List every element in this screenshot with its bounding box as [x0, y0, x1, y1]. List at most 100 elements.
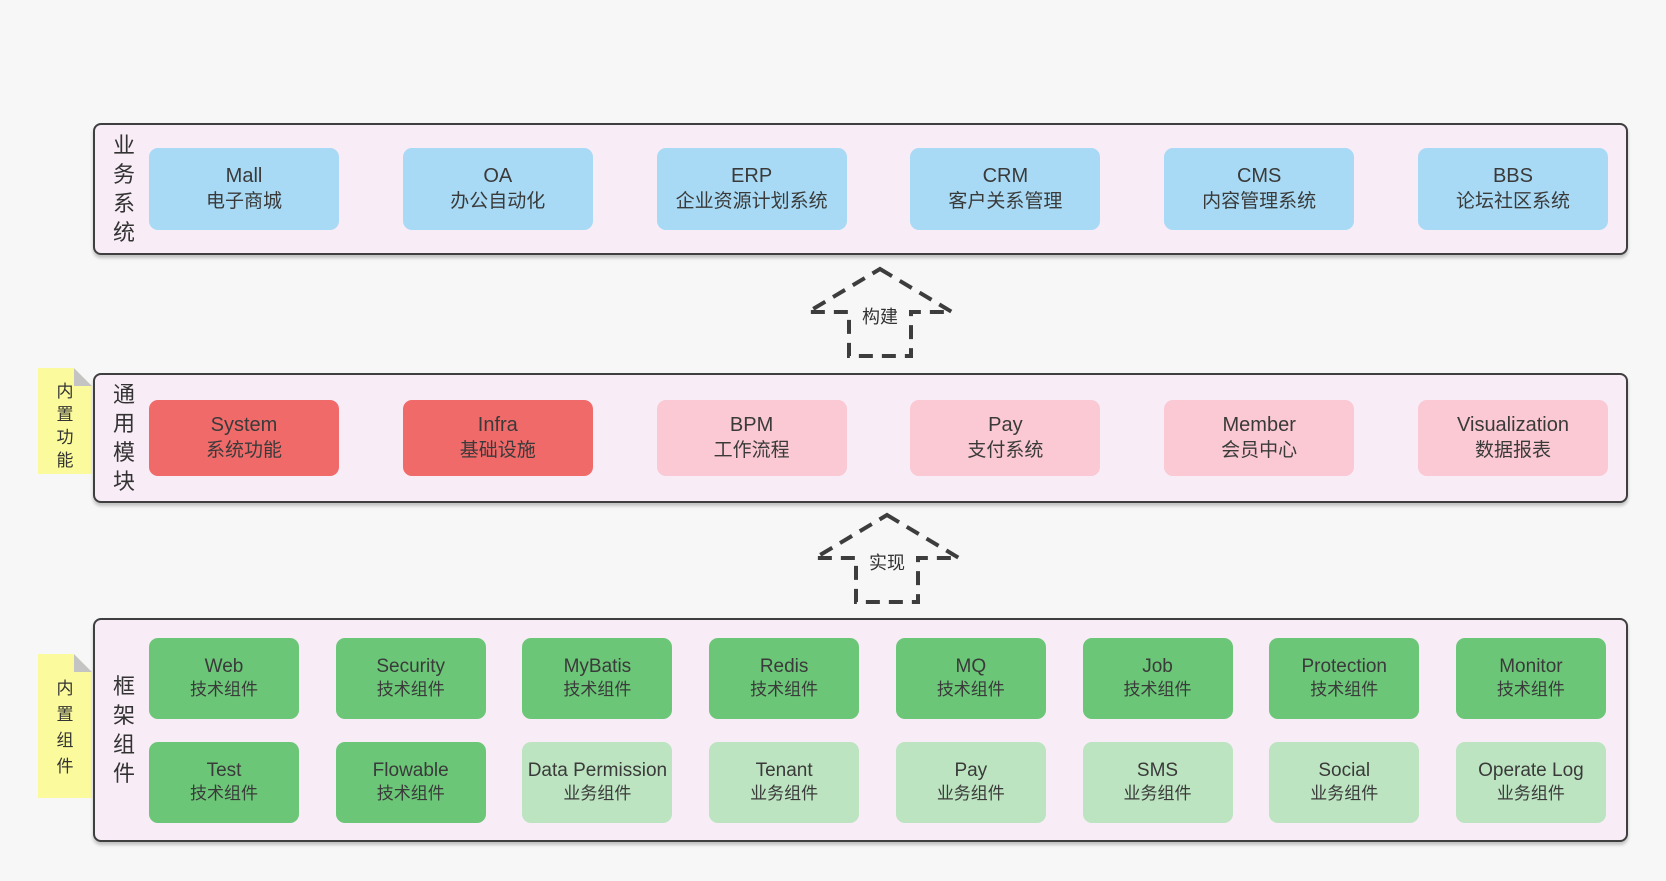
node-member: Member 会员中心 [1164, 400, 1355, 476]
node-subtitle: 工作流程 [713, 440, 790, 462]
arrow-implement-label: 实现 [865, 548, 909, 576]
node-subtitle: 会员中心 [1221, 440, 1298, 462]
node-title: Data Permission [527, 760, 668, 782]
node-title: BBS [1492, 165, 1533, 188]
node-title: CMS [1236, 165, 1282, 188]
sticky-label: 内置组件 [56, 679, 74, 776]
node-title: Test [206, 760, 242, 782]
node-operate-log: Operate Log 业务组件 [1455, 741, 1606, 823]
node-sms: SMS 业务组件 [1082, 741, 1233, 823]
node-title: Infra [477, 414, 518, 437]
node-subtitle: 业务组件 [936, 783, 1005, 803]
node-subtitle: 论坛社区系统 [1455, 191, 1570, 213]
band-common-modules: 通用模块 System 系统功能 Infra 基础设施 BPM 工作流程 Pay… [93, 373, 1628, 503]
node-subtitle: 企业资源计划系统 [675, 191, 828, 213]
business-systems-boxes: Mall 电子商城 OA 办公自动化 ERP 企业资源计划系统 CRM 客户关系… [149, 148, 1608, 230]
node-mybatis: MyBatis 技术组件 [522, 637, 673, 719]
node-pay-system: Pay 支付系统 [910, 400, 1101, 476]
node-subtitle: 业务组件 [1123, 783, 1192, 803]
node-subtitle: 技术组件 [1496, 679, 1565, 699]
node-subtitle: 技术组件 [376, 783, 445, 803]
node-infra: Infra 基础设施 [402, 400, 593, 476]
node-protection: Protection 技术组件 [1269, 637, 1420, 719]
node-subtitle: 数据报表 [1474, 440, 1551, 462]
node-subtitle: 技术组件 [563, 679, 632, 699]
node-subtitle: 技术组件 [750, 679, 819, 699]
node-erp: ERP 企业资源计划系统 [656, 148, 847, 230]
band-label-common-modules: 通用模块 [112, 381, 135, 495]
node-title: Pay [954, 760, 988, 782]
node-title: System [210, 414, 278, 437]
node-job: Job 技术组件 [1082, 637, 1233, 719]
node-subtitle: 电子商城 [205, 191, 282, 213]
node-subtitle: 业务组件 [750, 783, 819, 803]
node-subtitle: 技术组件 [1123, 679, 1192, 699]
node-subtitle: 基础设施 [459, 440, 536, 462]
node-cms: CMS 内容管理系统 [1164, 148, 1355, 230]
node-pay-component: Pay 业务组件 [895, 741, 1046, 823]
node-visualization: Visualization 数据报表 [1417, 400, 1608, 476]
node-title: Operate Log [1478, 760, 1584, 782]
node-subtitle: 业务组件 [563, 783, 632, 803]
band-label-framework-components: 框架组件 [112, 673, 135, 787]
node-title: MQ [955, 656, 987, 678]
node-title: Tenant [755, 760, 813, 782]
node-mall: Mall 电子商城 [149, 148, 339, 230]
node-crm: CRM 客户关系管理 [910, 148, 1101, 230]
node-tenant: Tenant 业务组件 [709, 741, 860, 823]
node-title: Job [1142, 656, 1173, 678]
node-title: Social [1318, 760, 1371, 782]
node-subtitle: 系统功能 [205, 440, 282, 462]
node-title: Flowable [372, 760, 449, 782]
node-subtitle: 办公自动化 [450, 191, 546, 213]
arrow-build: 构建 [805, 266, 955, 360]
node-subtitle: 技术组件 [190, 783, 258, 803]
node-title: Visualization [1457, 414, 1569, 437]
node-web: Web 技术组件 [149, 637, 299, 719]
node-test: Test 技术组件 [149, 741, 299, 823]
node-title: Web [204, 656, 244, 678]
node-mq: MQ 技术组件 [895, 637, 1046, 719]
node-security: Security 技术组件 [335, 637, 486, 719]
band-framework-components: 框架组件 Web 技术组件 Security 技术组件 MyBatis 技术组件… [93, 618, 1628, 842]
node-bpm: BPM 工作流程 [656, 400, 847, 476]
node-title: Mall [225, 165, 263, 188]
node-title: Protection [1301, 656, 1387, 678]
node-title: ERP [731, 165, 773, 188]
block-arrow-up-icon [812, 512, 962, 604]
node-title: Security [376, 656, 446, 678]
sticky-built-in-features: 内置功能 [38, 368, 92, 474]
node-title: BPM [729, 414, 774, 437]
node-subtitle: 业务组件 [1310, 783, 1379, 803]
framework-components-boxes: Web 技术组件 Security 技术组件 MyBatis 技术组件 Redi… [149, 637, 1606, 823]
node-flowable: Flowable 技术组件 [335, 741, 486, 823]
node-subtitle: 技术组件 [190, 679, 258, 699]
node-subtitle: 技术组件 [1310, 679, 1379, 699]
node-title: CRM [982, 165, 1029, 188]
folded-corner-icon [74, 654, 92, 672]
node-subtitle: 支付系统 [967, 440, 1044, 462]
node-data-permission: Data Permission 业务组件 [522, 741, 673, 823]
node-title: Member [1222, 414, 1296, 437]
band-business-systems: 业务系统 Mall 电子商城 OA 办公自动化 ERP 企业资源计划系统 CRM… [93, 123, 1628, 255]
node-redis: Redis 技术组件 [709, 637, 860, 719]
sticky-label: 内置功能 [56, 382, 74, 470]
node-subtitle: 内容管理系统 [1202, 191, 1317, 213]
node-subtitle: 技术组件 [936, 679, 1005, 699]
node-social: Social 业务组件 [1269, 741, 1420, 823]
node-subtitle: 业务组件 [1496, 783, 1565, 803]
node-title: Redis [759, 656, 809, 678]
node-oa: OA 办公自动化 [402, 148, 593, 230]
node-title: MyBatis [563, 656, 632, 678]
node-title: Pay [988, 414, 1023, 437]
node-monitor: Monitor 技术组件 [1455, 637, 1606, 719]
node-system: System 系统功能 [149, 400, 339, 476]
arrow-build-label: 构建 [858, 302, 902, 330]
node-title: SMS [1136, 760, 1179, 782]
common-modules-boxes: System 系统功能 Infra 基础设施 BPM 工作流程 Pay 支付系统… [149, 400, 1608, 476]
folded-corner-icon [74, 368, 92, 386]
block-arrow-up-icon [805, 266, 955, 358]
band-label-business-systems: 业务系统 [112, 132, 135, 246]
node-bbs: BBS 论坛社区系统 [1417, 148, 1608, 230]
